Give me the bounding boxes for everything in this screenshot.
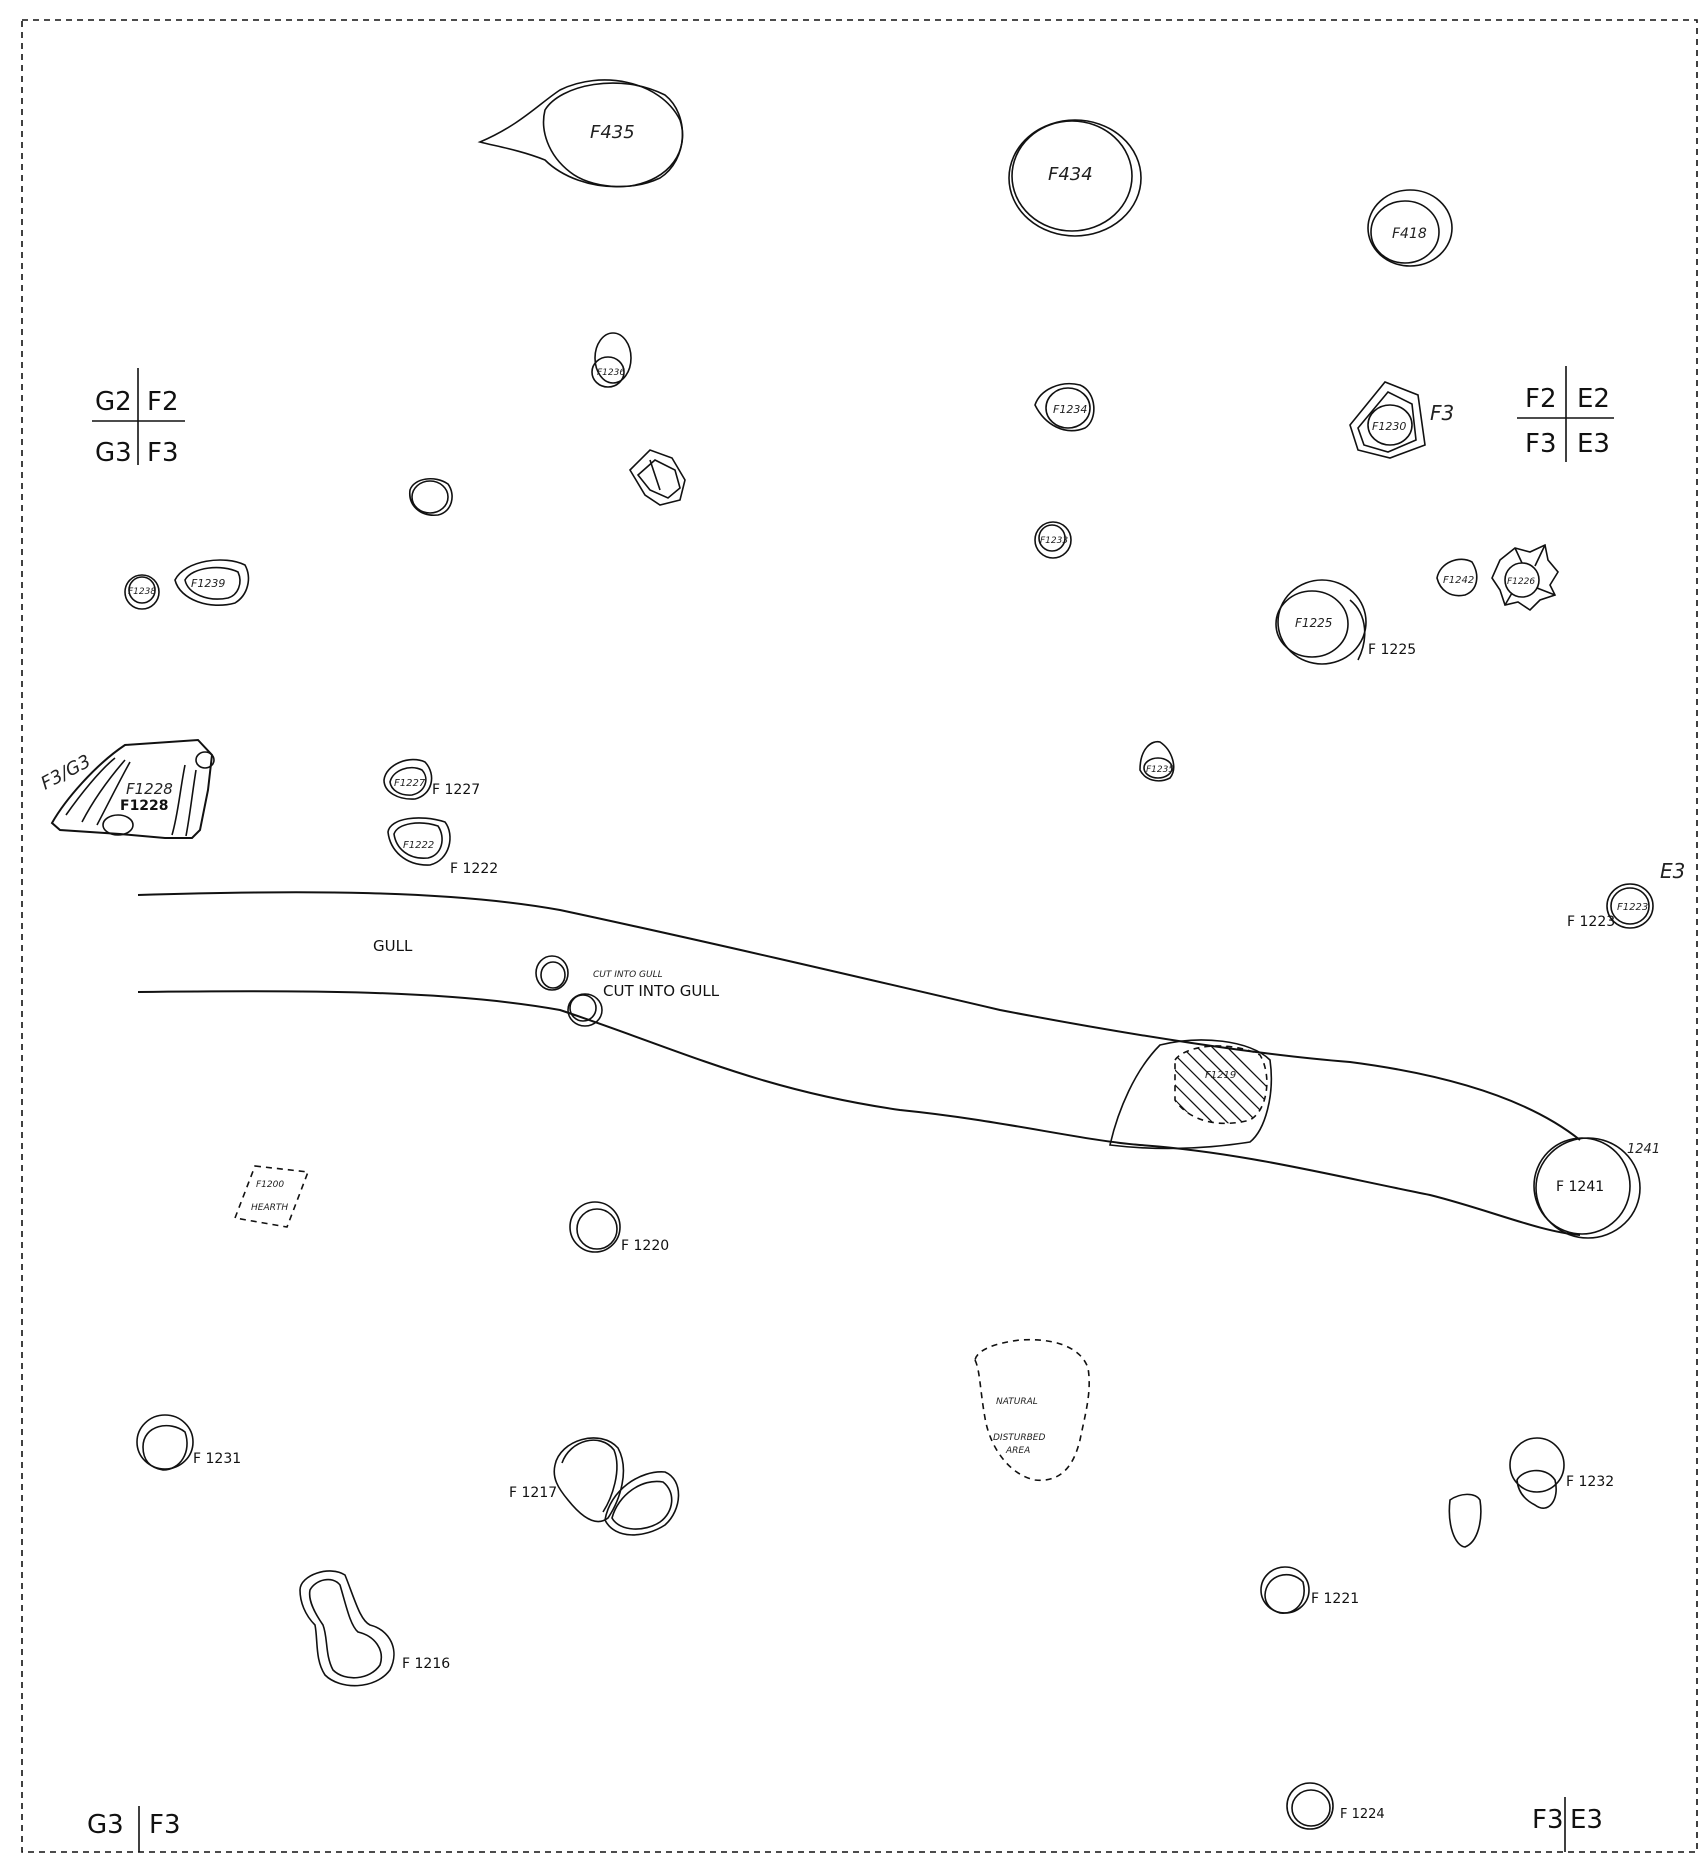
cut-pit (567, 993, 603, 1027)
grid-label: F3 (1532, 1805, 1564, 1835)
feature-label: F 1231 (193, 1451, 241, 1467)
feature-f1217: F 1217 (509, 1437, 680, 1536)
feature-f1232: F 1232 (1509, 1437, 1614, 1509)
feature-f1239: F1239 (174, 559, 250, 607)
feature-label: 1241 (1627, 1142, 1660, 1157)
feature-label: F 1227 (432, 782, 480, 798)
feature-f1227: F1227 F 1227 (383, 758, 480, 800)
grid-label: E3 (1570, 1805, 1603, 1835)
grid-label: G2 (95, 387, 132, 417)
cut-label-handwritten: CUT INTO GULL (593, 970, 663, 980)
grid-ref-top-right: F2 E2 F3 E3 (1517, 366, 1614, 462)
feature-label: F418 (1392, 226, 1427, 242)
feature-label: F 1225 (1368, 642, 1416, 658)
grid-label: F3 (149, 1810, 181, 1840)
grid-label: E2 (1577, 384, 1610, 414)
feature-f1231: F 1231 (136, 1414, 241, 1471)
feature-f1220: F 1220 (569, 1201, 669, 1254)
feature-f1241: 1241 F 1241 (1533, 1137, 1660, 1239)
gull-feature: GULL CUT INTO GULL CUT INTO GULL (137, 891, 1581, 1236)
feature-label: F 1217 (509, 1485, 557, 1501)
feature-f1223: F1223 F 1223 E3 (1567, 859, 1685, 930)
grid-label: F3 (1525, 429, 1557, 459)
feature-label: F1228 (120, 798, 169, 814)
feature-label: F 1221 (1311, 1591, 1359, 1607)
feature-f1200-hearth: F1200 HEARTH (233, 1165, 310, 1228)
feature-label: F1227 (394, 778, 426, 789)
grid-label: F2 (147, 387, 179, 417)
feature-f1233: F1233 (1034, 521, 1072, 559)
feature-label: F1236 (597, 368, 625, 378)
feature-f1221: F 1221 (1260, 1566, 1359, 1614)
feature-f434: F434 (1008, 119, 1142, 237)
feature-label: F1234 (1053, 403, 1087, 416)
feature-f1238: F1238 (124, 574, 160, 610)
feature-label: F1226 (1507, 577, 1535, 587)
feature-label: HEARTH (251, 1203, 288, 1213)
feature-f1216: F 1216 (299, 1570, 450, 1687)
pit-unlabelled-1 (409, 477, 453, 516)
cut-pit (569, 994, 597, 1022)
grid-label: F3 (147, 438, 179, 468)
feature-f1230: F1230 F3 (1349, 381, 1454, 459)
feature-f418: F418 (1367, 189, 1453, 267)
feature-label: F1239 (191, 577, 225, 590)
feature-side-label: F3 (1430, 401, 1454, 425)
feature-f1224: F 1224 (1286, 1782, 1385, 1830)
feature-label: F1228 (126, 780, 173, 798)
feature-f1242: F1242 (1436, 558, 1478, 597)
pit-unlabelled-2 (628, 449, 686, 506)
feature-label: F 1216 (402, 1656, 450, 1672)
grid-ref-bottom-right: F3 E3 (1532, 1797, 1603, 1852)
feature-label: F1238 (128, 587, 156, 597)
feature-label: F434 (1048, 164, 1093, 185)
area-label: DISTURBED (993, 1433, 1045, 1443)
feature-f1219: F1219 (1109, 1039, 1273, 1150)
grid-label: E3 (1577, 429, 1610, 459)
feature-label: F 1241 (1556, 1179, 1604, 1195)
grid-label: F2 (1525, 384, 1557, 414)
feature-label: F435 (590, 122, 635, 143)
grid-ref-top-left: G2 F2 G3 F3 (92, 368, 185, 468)
feature-f1234: F1234 (1034, 383, 1095, 432)
feature-label: F1235 (1146, 765, 1174, 775)
feature-label: F 1222 (450, 861, 498, 877)
feature-f1226: F1226 (1491, 543, 1559, 612)
feature-f435: F435 (477, 79, 684, 188)
cut-pit (535, 955, 569, 991)
feature-f1235: F1235 (1139, 740, 1174, 782)
feature-f1236: F1236 (591, 332, 632, 388)
feature-label: F1225 (1295, 616, 1332, 630)
feature-label: F 1224 (1340, 1807, 1385, 1822)
feature-label: F 1223 (1567, 914, 1615, 930)
area-label: NATURAL (996, 1397, 1038, 1407)
grid-label: G3 (87, 1810, 124, 1840)
feature-label: F 1232 (1566, 1474, 1614, 1490)
feature-label: F1200 (256, 1180, 284, 1190)
feature-label: F1222 (403, 840, 434, 851)
cut-label: CUT INTO GULL (603, 982, 720, 1000)
pit-unlabelled-3 (1448, 1493, 1482, 1548)
cut-pit (540, 961, 566, 989)
feature-f1222: F1222 F 1222 (387, 817, 498, 877)
feature-side-label: E3 (1660, 859, 1685, 883)
feature-label: F1223 (1617, 902, 1648, 913)
feature-label: F1219 (1205, 1070, 1236, 1081)
feature-label: F1233 (1040, 536, 1068, 546)
grid-label: G3 (95, 438, 132, 468)
area-label: AREA (1005, 1446, 1030, 1456)
feature-label: F1242 (1443, 575, 1474, 586)
plan-border (21, 19, 1698, 1853)
feature-label: F 1220 (621, 1238, 669, 1254)
natural-disturbed-area: NATURAL DISTURBED AREA (974, 1338, 1090, 1481)
feature-label: F1230 (1372, 420, 1406, 433)
grid-ref-bottom-left: G3 F3 (87, 1806, 181, 1852)
gull-label: GULL (373, 937, 413, 955)
feature-f1228: F3/G3 F1228 F1228 (37, 738, 215, 839)
feature-f1225: F1225 F 1225 (1275, 579, 1416, 665)
